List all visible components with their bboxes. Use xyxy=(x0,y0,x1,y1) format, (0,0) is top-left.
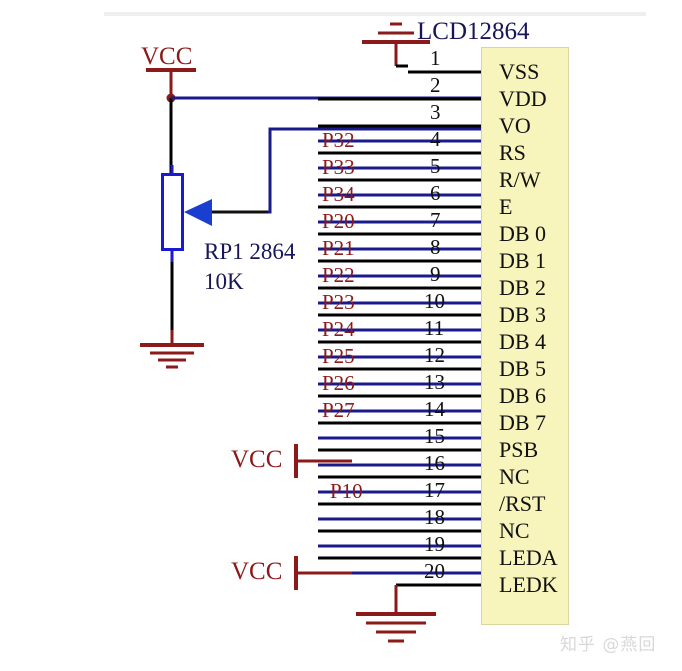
pin-name-20: LEDK xyxy=(499,572,558,597)
watermark-text: 知乎 @燕回 xyxy=(560,635,657,655)
vcc-symbol-leda xyxy=(294,556,352,590)
pin-number-3: 3 xyxy=(430,100,441,124)
pin-name-16: NC xyxy=(499,464,530,489)
pin-number-1: 1 xyxy=(430,46,441,70)
pin-name-6: E xyxy=(499,194,513,219)
pin-number-13: 13 xyxy=(424,370,445,394)
pin-number-5: 5 xyxy=(430,154,441,178)
pin-number-7: 7 xyxy=(430,208,441,232)
pin-number-2: 2 xyxy=(430,73,441,97)
pin-name-19: LEDA xyxy=(499,545,558,570)
pin-number-11: 11 xyxy=(424,316,445,340)
net-label-p34: P34 xyxy=(322,182,355,206)
vcc-label-leda: VCC xyxy=(231,558,283,585)
pin-name-5: R/W xyxy=(499,167,541,192)
junction-dot-vcc xyxy=(166,93,176,103)
pin-number-14: 14 xyxy=(424,397,445,421)
vcc-symbol-top xyxy=(146,68,196,98)
vcc-label-psb: VCC xyxy=(231,446,283,473)
pin-name-11: DB 4 xyxy=(499,329,547,354)
pin-number-9: 9 xyxy=(430,262,441,286)
potentiometer-body xyxy=(161,173,184,251)
pin-name-1: VSS xyxy=(499,59,540,84)
pin-name-10: DB 3 xyxy=(499,302,547,327)
potentiometer-value: 10K xyxy=(204,269,244,294)
net-label-p27: P27 xyxy=(322,398,355,422)
pin-name-12: DB 5 xyxy=(499,356,547,381)
net-label-p24: P24 xyxy=(322,317,355,341)
pin-number-20: 20 xyxy=(424,559,445,583)
ground-symbol-pin20 xyxy=(356,585,436,643)
pin-name-14: DB 7 xyxy=(499,410,547,435)
pin-name-8: DB 1 xyxy=(499,248,547,273)
pin-name-18: NC xyxy=(499,518,530,543)
pin-name-13: DB 6 xyxy=(499,383,547,408)
pin-number-4: 4 xyxy=(430,127,441,151)
vcc-label-top: VCC xyxy=(141,43,193,70)
pin-name-9: DB 2 xyxy=(499,275,547,300)
pin-number-19: 19 xyxy=(424,532,445,556)
pin-name-17: /RST xyxy=(499,491,546,516)
net-label-p25: P25 xyxy=(322,344,355,368)
pin-number-8: 8 xyxy=(430,235,441,259)
pin-name-15: PSB xyxy=(499,437,539,462)
pin-number-17: 17 xyxy=(424,478,445,502)
net-label-p32: P32 xyxy=(322,128,355,152)
lcd12864-chip-body xyxy=(481,47,569,625)
pin-number-12: 12 xyxy=(424,343,445,367)
net-label-p33: P33 xyxy=(322,155,355,179)
pin-number-18: 18 xyxy=(424,505,445,529)
pin-name-2: VDD xyxy=(499,86,547,111)
potentiometer-designator: RP1 2864 xyxy=(204,239,296,264)
pin-number-6: 6 xyxy=(430,181,441,205)
pin-number-15: 15 xyxy=(424,424,445,448)
pin-number-10: 10 xyxy=(424,289,445,313)
net-label-p23: P23 xyxy=(322,290,355,314)
net-label-p20: P20 xyxy=(322,209,355,233)
net-label-p26: P26 xyxy=(322,371,355,395)
page-title: LCD12864 xyxy=(417,18,530,45)
pin-name-3: VO xyxy=(499,113,531,138)
net-label-p22: P22 xyxy=(322,263,355,287)
ground-symbol-pot xyxy=(140,330,204,369)
pin-name-7: DB 0 xyxy=(499,221,547,246)
pin-name-4: RS xyxy=(499,140,526,165)
vcc-symbol-psb xyxy=(294,444,352,478)
net-label-p10: P10 xyxy=(330,479,363,503)
top-divider-band xyxy=(104,12,646,16)
pin-number-16: 16 xyxy=(424,451,445,475)
net-label-p21: P21 xyxy=(322,236,355,260)
